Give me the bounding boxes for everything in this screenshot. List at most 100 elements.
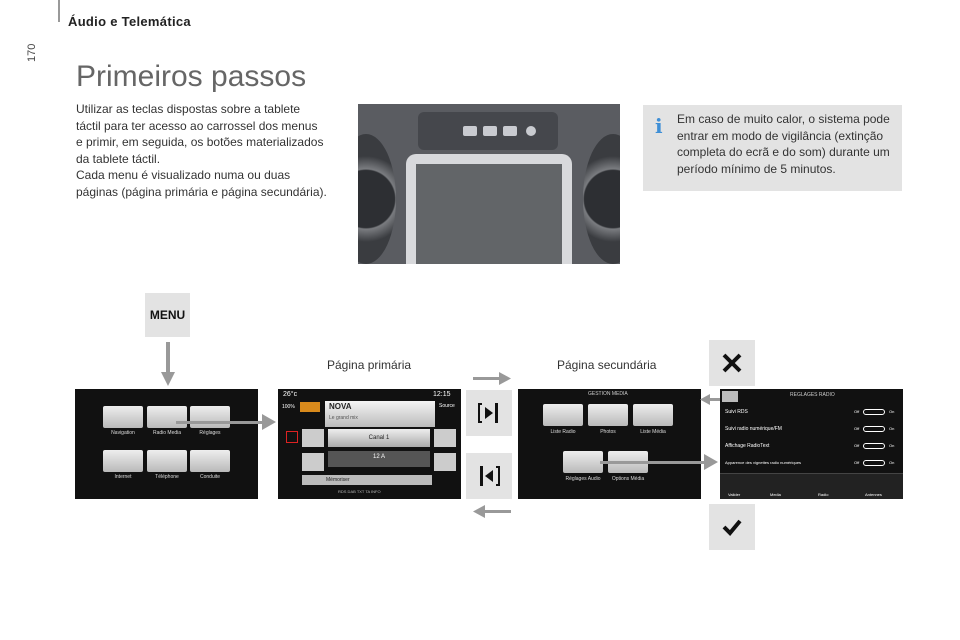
screen-main-menu: Navigation Radio Media Réglages Internet…: [75, 389, 258, 499]
info-icon: i: [655, 114, 663, 138]
screen-media-secondary: GESTION MEDIA Liste Radio Photos Liste M…: [518, 389, 701, 499]
menu-button[interactable]: MENU: [145, 293, 190, 337]
bottom-bar-label[interactable]: Antennes: [865, 492, 882, 497]
tile-reglages[interactable]: [190, 406, 230, 428]
dash-knob: [526, 126, 536, 136]
dash-button: [483, 126, 497, 136]
setting-row-label: Apparence des vignettes radio numériques: [725, 460, 802, 465]
setting-row-label: Suivi radio numérique/FM: [725, 426, 782, 432]
label-primary: Página primária: [327, 358, 412, 372]
footer-bar: RDS DAB TXT TA INFO: [338, 489, 381, 494]
tile-radio-media[interactable]: [147, 406, 187, 428]
tile-reglages-audio[interactable]: [563, 451, 603, 473]
page-back-icon: [480, 466, 500, 486]
toggle-off-label: Off: [854, 409, 860, 414]
toggle-on-label: On: [889, 426, 895, 431]
info-box: [643, 105, 902, 191]
page-forward-icon: [478, 403, 498, 423]
toggle-off-label: Off: [854, 426, 860, 431]
radio-logo: [300, 402, 320, 412]
connector-line: [600, 461, 708, 464]
source-label: Source: [439, 403, 455, 409]
clock-readout: 12:15: [433, 391, 451, 398]
bottom-bar-label[interactable]: Valider: [728, 492, 741, 497]
label-secondary: Página secundária: [557, 358, 657, 372]
tile-label: Conduite: [199, 474, 220, 480]
tile-label: Navigation: [111, 430, 135, 436]
previous-page-button[interactable]: [466, 453, 512, 499]
close-button[interactable]: [709, 340, 755, 386]
info-text: Em caso de muito calor, o sistema pode e…: [677, 112, 890, 176]
back-icon[interactable]: [286, 431, 298, 443]
channel-display: Canal 1: [328, 429, 430, 447]
bottom-bar: Valider Media Radio Antennes: [720, 473, 903, 499]
tile-label: Internet: [114, 474, 132, 480]
right-vent: [583, 134, 620, 264]
dash-button: [503, 126, 517, 136]
toggle-off-label: Off: [854, 443, 860, 448]
tile-label: Réglages Audio: [565, 476, 601, 482]
close-pointer-icon: [700, 394, 722, 405]
dash-button: [463, 126, 477, 136]
toggle-switch[interactable]: [863, 443, 885, 449]
connector-line: [176, 421, 271, 424]
toggle-switch[interactable]: [863, 460, 885, 466]
tile-label: Réglages: [199, 430, 221, 436]
zoom-readout: 100%: [282, 404, 295, 410]
confirm-button[interactable]: [709, 504, 755, 550]
tile-liste-media[interactable]: [633, 404, 673, 426]
station-name: NOVA: [329, 402, 352, 411]
tile-label: Photos: [600, 429, 616, 435]
intro-text: Utilizar as teclas dispostas sobre a tab…: [76, 102, 327, 199]
setting-row-label: Affichage RadioText: [725, 443, 770, 449]
memorise-button[interactable]: Mémoriser: [302, 475, 432, 485]
toggle-on-label: On: [889, 460, 895, 465]
seek-back-button[interactable]: [302, 453, 324, 471]
down-arrow-icon: [161, 342, 175, 386]
tile-conduite[interactable]: [190, 450, 230, 472]
page-title: Primeiros passos: [76, 60, 307, 93]
station-panel: NOVA Le grand mix: [325, 401, 435, 427]
close-icon[interactable]: [722, 391, 738, 402]
seek-forward-button[interactable]: [434, 453, 456, 471]
connector-arrow-icon: [262, 414, 276, 430]
next-page-button[interactable]: [466, 390, 512, 436]
arrow-left-icon: [473, 505, 511, 518]
close-icon: [722, 353, 742, 373]
header-rule: [58, 0, 60, 22]
touchscreen: [416, 164, 562, 264]
toggle-on-label: On: [889, 443, 895, 448]
tile-label: Options Média: [611, 476, 645, 482]
tile-navigation[interactable]: [103, 406, 143, 428]
dashboard-photo: [358, 104, 620, 264]
station-subtitle: Le grand mix: [329, 415, 358, 421]
arrow-right-icon: [473, 372, 511, 385]
section-title: Áudio e Telemática: [68, 14, 191, 29]
setting-row-label: Suivi RDS: [725, 409, 748, 415]
temp-readout: 26°c: [283, 391, 298, 398]
dashboard-top-panel: [418, 112, 558, 150]
prev-button[interactable]: [302, 429, 324, 447]
bottom-bar-label[interactable]: Media: [770, 492, 781, 497]
toggle-on-label: On: [889, 409, 895, 414]
media-title: GESTION MEDIA: [588, 391, 628, 397]
tile-internet[interactable]: [103, 450, 143, 472]
screen-radio-settings: REGLAGES RADIO Suivi RDS Suivi radio num…: [720, 389, 903, 499]
tile-label: Liste Radio: [550, 429, 576, 435]
checkmark-icon: [722, 519, 742, 536]
tile-telephone[interactable]: [147, 450, 187, 472]
page-number: 170: [26, 43, 38, 62]
tile-label: Radio Media: [152, 430, 182, 436]
tile-label: Liste Média: [640, 429, 666, 435]
connector-arrow-icon: [704, 454, 718, 470]
toggle-switch[interactable]: [863, 426, 885, 432]
toggle-switch[interactable]: [863, 409, 885, 415]
screen-radio-primary: 26°c 12:15 100% NOVA Le grand mix Source…: [278, 389, 461, 499]
bottom-bar-label[interactable]: Radio: [818, 492, 829, 497]
left-vent: [358, 134, 396, 264]
next-button[interactable]: [434, 429, 456, 447]
settings-title: REGLAGES RADIO: [790, 392, 835, 398]
tile-liste-radio[interactable]: [543, 404, 583, 426]
tile-label: Téléphone: [155, 474, 179, 480]
tile-photos[interactable]: [588, 404, 628, 426]
